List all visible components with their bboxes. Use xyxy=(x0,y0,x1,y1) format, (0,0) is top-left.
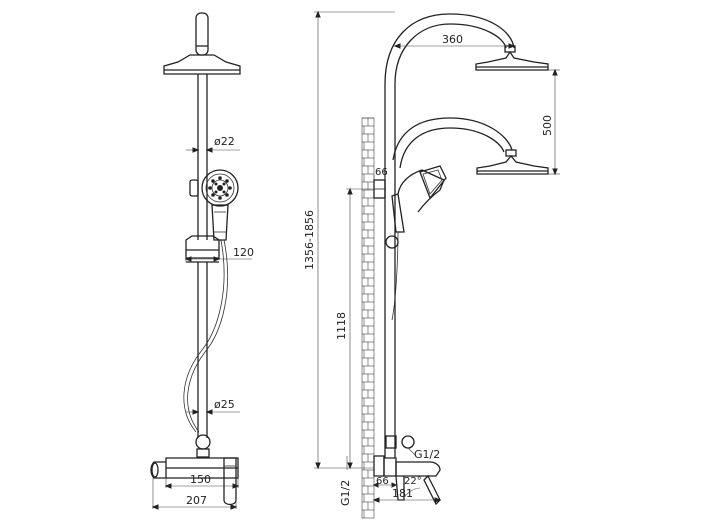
dim-arm-reach: 360 xyxy=(442,33,463,46)
slider-knob xyxy=(385,235,399,249)
diverter-side xyxy=(401,435,415,449)
dim-mixer-offset: 66 xyxy=(376,476,389,487)
shower-hose xyxy=(183,239,225,433)
dim-head-drop: 500 xyxy=(541,115,554,136)
overhead-shower-head-lower xyxy=(476,154,549,175)
bath-spout xyxy=(150,461,166,479)
front-view: ø22 120 ø25 150 207 xyxy=(150,12,254,510)
overhead-shower-head-upper xyxy=(475,50,549,71)
wall xyxy=(361,117,375,519)
mixer-side-body xyxy=(395,461,441,477)
side-view: 360 500 1356-1856 1118 66 G1/2 G1/2 xyxy=(303,10,560,519)
dim-bracket-offset: 66 xyxy=(375,167,388,178)
dim-mixer-to-bracket: 1118 xyxy=(335,312,348,340)
dim-diameter-22: ø22 xyxy=(214,135,235,148)
overhead-shower-head xyxy=(163,54,241,75)
dim-diameter-25: ø25 xyxy=(214,398,235,411)
hand-shower-handle xyxy=(211,204,229,241)
mixer-lever xyxy=(223,457,237,506)
riser-top-cap xyxy=(195,12,209,56)
diverter-knob xyxy=(195,434,211,450)
dim-total-height: 1356-1856 xyxy=(303,210,316,270)
dim-spout-angle: 22° xyxy=(404,476,422,487)
mixer-lever-side xyxy=(423,474,441,506)
dim-bracket-width: 120 xyxy=(233,246,254,259)
dim-wall-connection: G1/2 xyxy=(339,480,352,506)
dim-spout-length: 181 xyxy=(392,487,413,500)
dim-outlet-spacing: 150 xyxy=(190,473,211,486)
lower-shower-arm xyxy=(392,117,513,161)
hand-shower-rose xyxy=(201,169,239,207)
dim-hand-connection: G1/2 xyxy=(414,448,440,461)
dim-mixer-width: 207 xyxy=(186,494,207,507)
upper-shower-arm xyxy=(384,13,515,85)
